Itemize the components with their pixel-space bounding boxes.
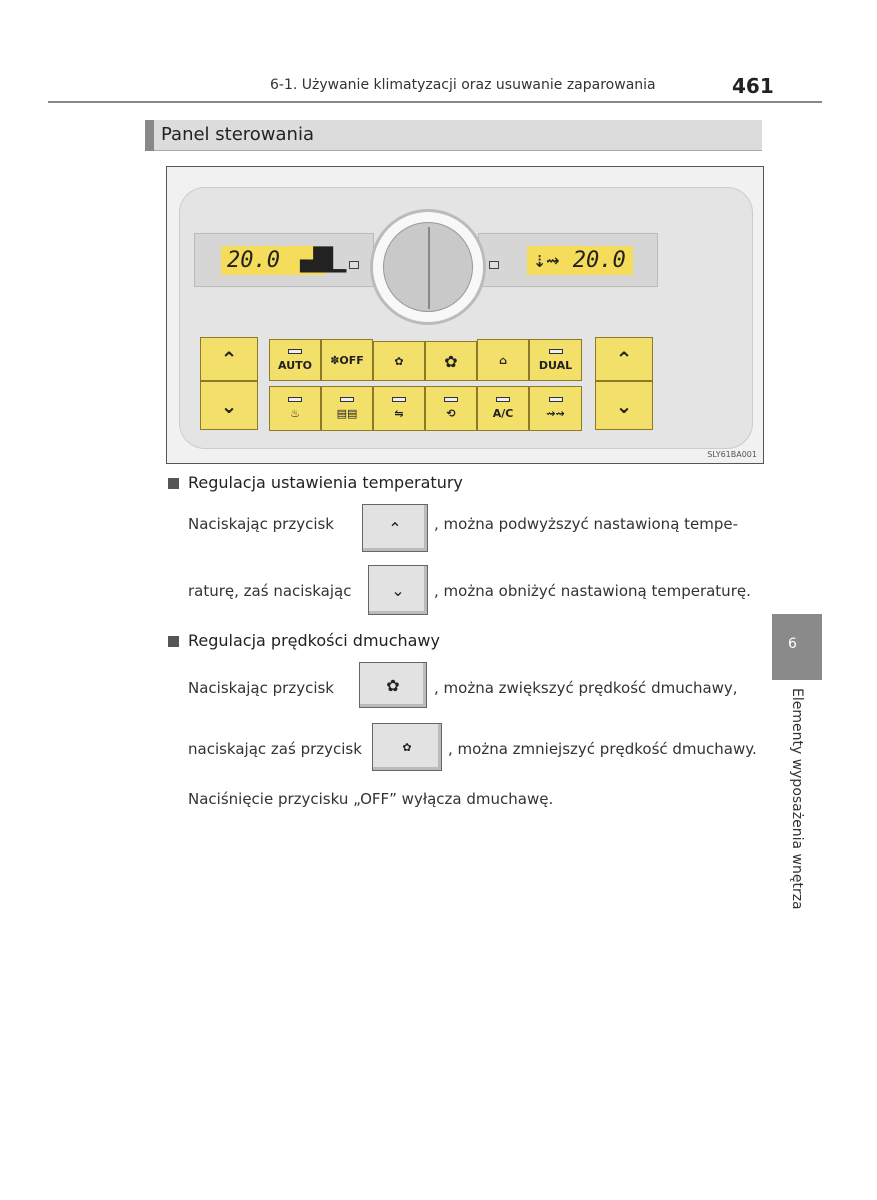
chevron-up-icon: ⌃ (388, 518, 402, 538)
fan-text: Naciskając przycisk (188, 679, 334, 697)
airflow-icon: ⌂ (499, 353, 507, 367)
bullet-square-icon (168, 636, 179, 647)
running-header: 6-1. Używanie klimatyzacji oraz usuwanie… (270, 77, 656, 93)
dual-button[interactable]: DUAL (529, 339, 582, 381)
fan-small-icon: ✿ (402, 740, 412, 754)
chevron-down-icon: ⌄ (391, 580, 405, 600)
rear-defog-icon: ▤▤ (336, 407, 358, 420)
windshield-defog-icon: ♨ (290, 407, 300, 420)
rear-climate-button[interactable]: ⇝⇝ (529, 386, 582, 431)
airflow-mode-button[interactable]: ⌂ (477, 339, 529, 381)
page-number: 461 (732, 74, 774, 98)
chevron-up-icon: ⌃ (220, 347, 238, 371)
rear-climate-icon: ⇝⇝ (546, 407, 565, 420)
left-indicator (349, 261, 359, 269)
button-label: AUTO (278, 358, 312, 372)
led (288, 397, 302, 402)
right-temp-down-button[interactable]: ⌄ (595, 381, 653, 430)
led (288, 348, 302, 354)
button-label: DUAL (538, 358, 573, 372)
fan-text: , można zwiększyć prędkość dmuchawy, (434, 679, 738, 697)
auto-button[interactable]: AUTO (269, 339, 321, 381)
section-title-bar: Panel sterowania (145, 120, 762, 151)
recirculation-icon: ⟲ (446, 407, 456, 420)
recirculation-button[interactable]: ⟲ (425, 386, 477, 431)
section-title: Panel sterowania (161, 124, 314, 145)
bullet-square-icon (168, 478, 179, 489)
chevron-up-icon: ⌃ (615, 347, 633, 371)
fan-down-button[interactable]: ✿ (373, 341, 425, 381)
clock-hands (428, 227, 430, 309)
left-temp-display: 20.0 ▗▟█▁ (221, 246, 346, 275)
button-label: ✽OFF (330, 353, 364, 367)
temp-up-button-image: ⌃ (362, 504, 428, 552)
rear-defog-button[interactable]: ▤▤ (321, 386, 373, 431)
fan-note: Naciśnięcie przycisku „OFF” wyłącza dmuc… (188, 790, 554, 808)
temp-text: , można obniżyć nastawioną temperaturę. (434, 582, 751, 600)
button-label: A/C (492, 407, 514, 420)
led (548, 348, 563, 354)
chevron-down-icon: ⌄ (615, 393, 633, 418)
led (496, 397, 510, 402)
chapter-tab: 6 (772, 614, 822, 680)
temp-text: raturę, zaś naciskając (188, 582, 352, 600)
chapter-number: 6 (788, 636, 797, 652)
fan-down-button-image: ✿ (372, 723, 442, 771)
fan-up-button-image: ✿ (359, 662, 427, 708)
fan-large-icon: ✿ (386, 675, 400, 695)
clock (370, 209, 486, 325)
figure-code: SLY61BA001 (707, 450, 757, 459)
temp-text: , można podwyższyć nastawioną tempe- (434, 515, 739, 533)
section-strip (145, 120, 154, 151)
chapter-label: Elementy wyposażenia wnętrza (789, 688, 805, 910)
left-temp-down-button[interactable]: ⌄ (200, 381, 258, 430)
led (340, 397, 354, 402)
right-indicator (489, 261, 499, 269)
fan-small-icon: ✿ (394, 354, 404, 368)
led (392, 397, 406, 402)
fan-large-icon: ✿ (444, 351, 458, 371)
ac-button[interactable]: A/C (477, 386, 529, 431)
fan-up-button[interactable]: ✿ (425, 341, 477, 381)
header-divider (48, 101, 822, 103)
temp-heading: Regulacja ustawienia temperatury (188, 473, 463, 492)
windshield-defog-button[interactable]: ♨ (269, 386, 321, 431)
chevron-down-icon: ⌄ (220, 393, 238, 418)
outside-air-icon: ⇋ (394, 407, 404, 420)
clock-face (383, 222, 473, 312)
led (548, 397, 563, 402)
fan-text: naciskając zaś przycisk (188, 740, 362, 758)
right-temp-up-button[interactable]: ⌃ (595, 337, 653, 381)
climate-panel-figure: 20.0 ▗▟█▁ ⇣⇝ 20.0 ⌃ ⌄ ⌃ ⌄ AUTO ✽OFF ✿ ✿ … (166, 166, 764, 464)
right-temp-display: ⇣⇝ 20.0 (527, 246, 633, 275)
fan-off-button[interactable]: ✽OFF (321, 339, 373, 381)
outside-air-button[interactable]: ⇋ (373, 386, 425, 431)
left-temp-up-button[interactable]: ⌃ (200, 337, 258, 381)
led (444, 397, 458, 402)
fan-text: , można zmniejszyć prędkość dmuchawy. (448, 740, 757, 758)
temp-down-button-image: ⌄ (368, 565, 428, 615)
fan-heading: Regulacja prędkości dmuchawy (188, 631, 440, 650)
temp-text: Naciskając przycisk (188, 515, 334, 533)
